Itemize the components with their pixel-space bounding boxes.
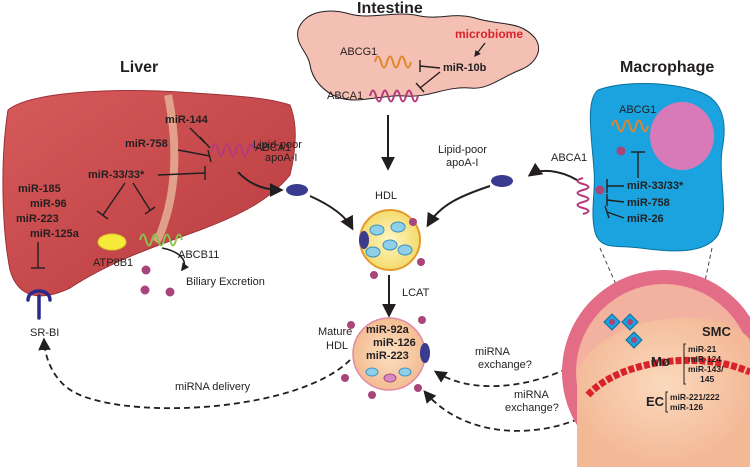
mature-hdl-label-b: HDL bbox=[326, 340, 348, 352]
lipid-poor-label-1b: apoA-I bbox=[265, 152, 297, 164]
liver-organ bbox=[2, 90, 296, 297]
microbiome-label: microbiome bbox=[455, 27, 523, 41]
mature-hdl-cargo bbox=[341, 316, 430, 399]
macrophage-lipid bbox=[616, 146, 626, 156]
lipid-poor-label-2b: apoA-I bbox=[446, 157, 478, 169]
smc-label: SMC bbox=[702, 324, 732, 339]
microbiome-arrow bbox=[474, 42, 486, 58]
liver-mir-item: miR-125a bbox=[30, 228, 80, 240]
hdl-cargo bbox=[359, 218, 425, 279]
macrophage-title: Macrophage bbox=[620, 59, 714, 76]
mature-hdl-mir: miR-223 bbox=[366, 350, 409, 362]
smc-bracket bbox=[683, 343, 686, 385]
mir-33-label: miR-33/33* bbox=[88, 169, 145, 181]
macrophage-mir-item: miR-33/33* bbox=[627, 180, 684, 192]
intestine-shape bbox=[297, 10, 540, 101]
macrophage-inhibition-lines bbox=[604, 151, 645, 219]
lipid-poor-label-1a: Lipid-poor bbox=[253, 139, 302, 151]
liver-inhibition-lines bbox=[31, 127, 212, 269]
intestine-abca1-label: ABCA1 bbox=[327, 90, 363, 102]
biliary-excretion-label: Biliary Excretion bbox=[186, 276, 265, 288]
atp8b1-transporter bbox=[97, 233, 127, 251]
macrophage-cell bbox=[589, 83, 725, 252]
macrophage-mir-item: miR-758 bbox=[627, 197, 670, 209]
smc-mir-item: 145 bbox=[700, 374, 714, 384]
srbi-receptor bbox=[26, 289, 52, 320]
liver-mir-item: miR-223 bbox=[16, 213, 59, 225]
smc-mir-item: miR-143/ bbox=[688, 364, 724, 374]
ec-label: EC bbox=[646, 394, 665, 409]
ec-bracket bbox=[665, 391, 668, 413]
mature-hdl-mir: miR-92a bbox=[366, 324, 410, 336]
liver-lobe-divider bbox=[152, 94, 179, 245]
apoa1-particle bbox=[286, 184, 308, 196]
abcb11-transporter bbox=[139, 233, 183, 247]
liver-title: Liver bbox=[120, 59, 158, 76]
mir-758-label: miR-758 bbox=[125, 138, 168, 150]
mirna-delivery-arrow bbox=[38, 337, 351, 410]
mirna-delivery-label: miRNA delivery bbox=[175, 381, 251, 393]
biliary-arrow bbox=[161, 247, 190, 272]
liver-abca1-label: ABCA1 bbox=[255, 142, 291, 154]
apoa1-to-hdl-arrow bbox=[309, 195, 354, 231]
abcb11-label: ABCB11 bbox=[178, 249, 219, 261]
macrophage-mo-label: Mø bbox=[651, 354, 670, 369]
apoa1-particle bbox=[491, 175, 513, 187]
mature-hdl-label-a: Mature bbox=[318, 326, 352, 338]
hdl-label: HDL bbox=[375, 190, 397, 202]
endothelium-layer bbox=[585, 356, 750, 398]
biliary-lipids bbox=[140, 265, 175, 297]
exchange-label-2a: miRNA bbox=[514, 389, 549, 401]
macrophage-efflux-arrow bbox=[527, 162, 578, 181]
macrophage-abca1-transporter bbox=[576, 177, 590, 215]
smc-mir-item: miR-124 bbox=[688, 354, 721, 364]
liver-shape bbox=[2, 90, 296, 297]
macrophage-abcg1-transporter bbox=[611, 119, 649, 133]
mature-hdl-mir: miR-126 bbox=[373, 337, 416, 349]
lcat-label: LCAT bbox=[402, 287, 430, 299]
ec-mir-item: miR-221/222 bbox=[670, 392, 720, 402]
intestine-abcg1-label: ABCG1 bbox=[340, 46, 377, 58]
mir-144-label: miR-144 bbox=[165, 114, 209, 126]
vessel-macrophages bbox=[603, 313, 643, 349]
liver-mir-item: miR-96 bbox=[30, 198, 67, 210]
mirna-exchange-arrow-2 bbox=[423, 390, 614, 432]
liver-mir-item: miR-185 bbox=[18, 183, 61, 195]
liver-mir-list: miR-185 miR-96 miR-223 miR-125a bbox=[16, 183, 80, 240]
atp8b1-label: ATP8B1 bbox=[93, 257, 133, 269]
lipid-poor-label-2a: Lipid-poor bbox=[438, 144, 487, 156]
smc-mir-item: miR-21 bbox=[688, 344, 717, 354]
mir-10b-label: miR-10b bbox=[443, 62, 487, 74]
srbi-label: SR-BI bbox=[30, 327, 59, 339]
liver-abca1-transporter bbox=[211, 143, 255, 157]
vessel-intima bbox=[577, 317, 750, 467]
intestine-title: Intestine bbox=[357, 0, 423, 17]
macrophage-mir-item: miR-26 bbox=[627, 213, 664, 225]
smc-mir-list: miR-21 miR-124 miR-143/ 145 bbox=[688, 344, 724, 384]
macrophage-abcg1-label: ABCG1 bbox=[619, 104, 656, 116]
zoom-line-right bbox=[699, 247, 713, 306]
intestine-abcg1-transporter bbox=[374, 55, 412, 69]
inhibit-bar-144 bbox=[199, 136, 211, 149]
ec-mir-item: miR-126 bbox=[670, 402, 703, 412]
intestine-abca1-transporter bbox=[369, 89, 419, 103]
exchange-label-2b: exchange? bbox=[505, 402, 559, 414]
macrophage-mir-list: miR-33/33* miR-758 miR-26 bbox=[627, 180, 684, 225]
macrophage-abca1-label: ABCA1 bbox=[551, 152, 587, 164]
apoa1-to-hdl-arrow-right bbox=[426, 185, 491, 228]
exchange-label-1a: miRNA bbox=[475, 346, 510, 358]
macrophage-lipid bbox=[595, 185, 605, 195]
liver-efflux-arrow bbox=[237, 171, 284, 197]
mir-10b-inhibition bbox=[415, 60, 441, 93]
macrophage-nucleus bbox=[650, 102, 714, 170]
exchange-label-1b: exchange? bbox=[478, 359, 532, 371]
